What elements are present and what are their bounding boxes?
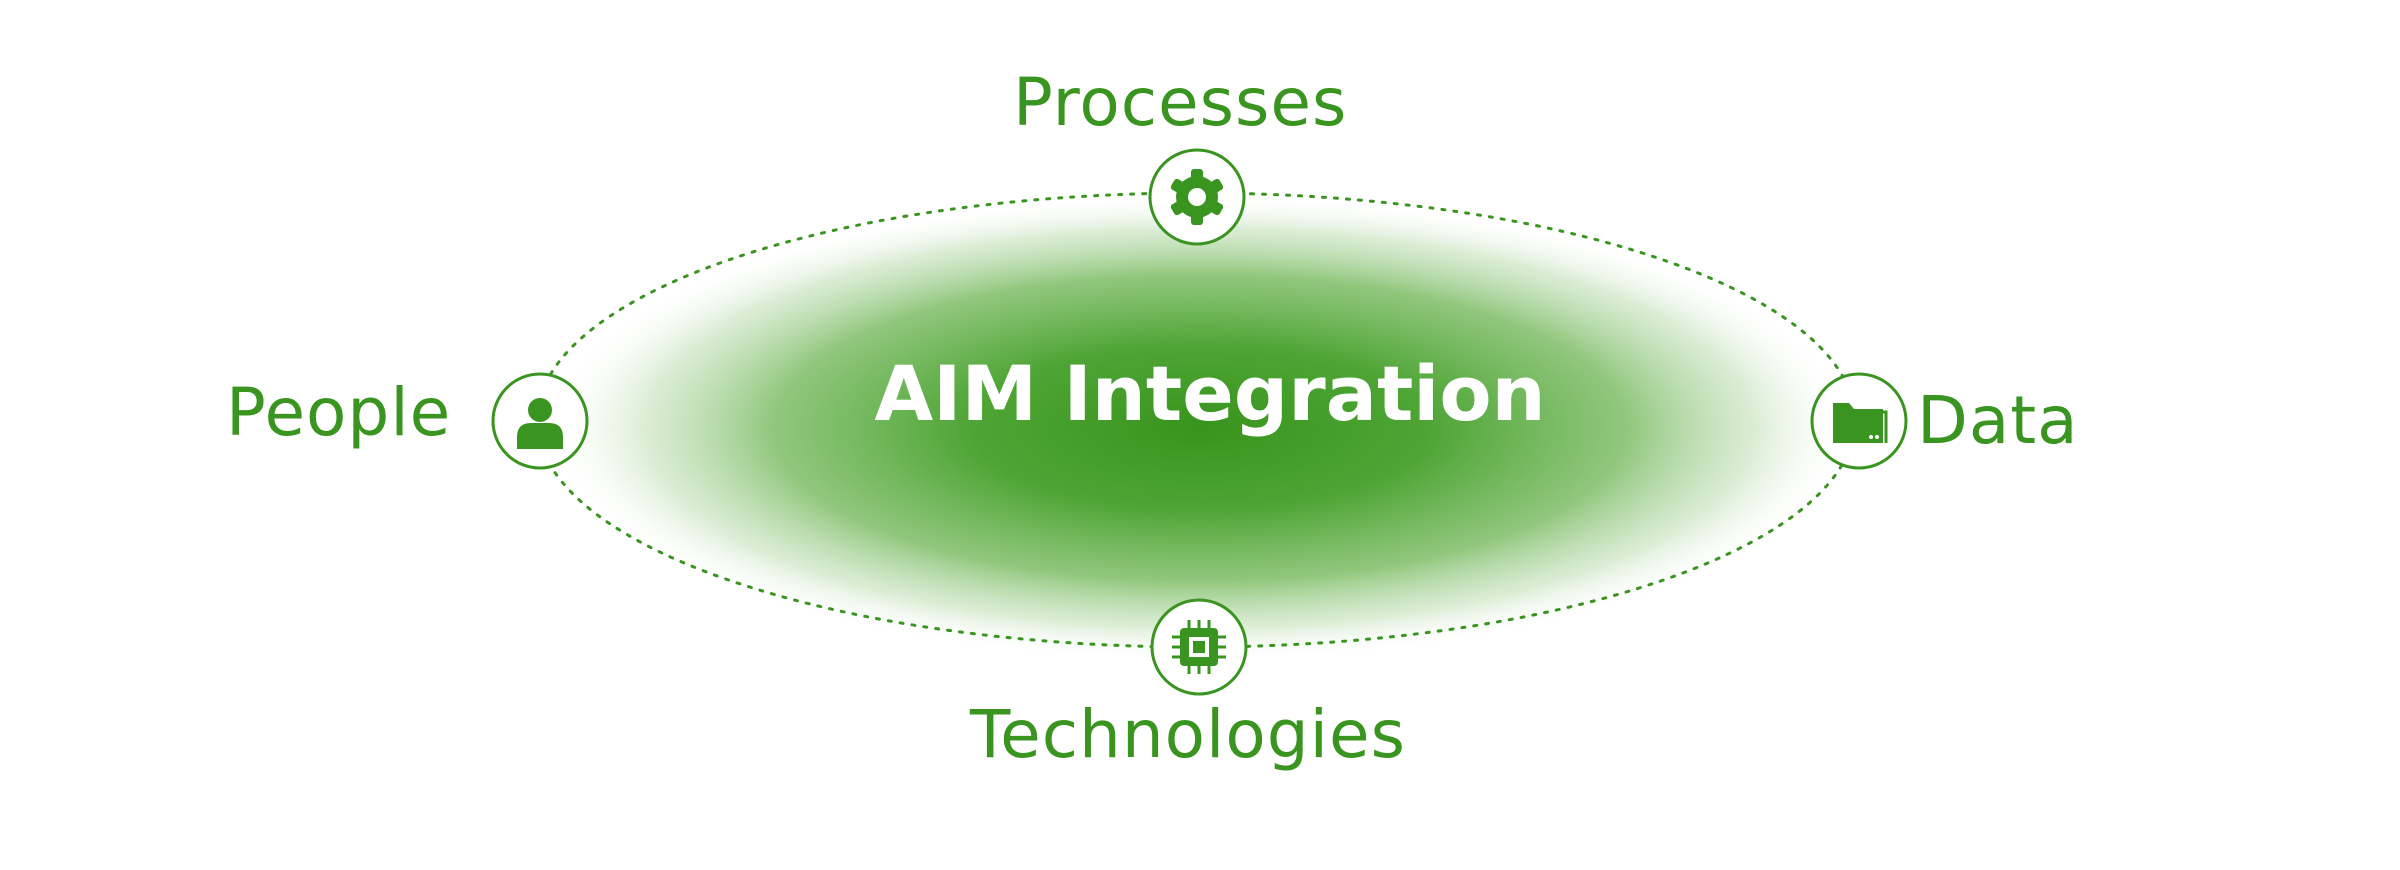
- node-label-data: Data: [1917, 382, 2079, 459]
- center-glow: [545, 193, 1855, 663]
- folder-icon: [1833, 403, 1888, 443]
- node-label-people: People: [226, 374, 452, 451]
- chip-icon: [1172, 620, 1226, 674]
- node-technologies: [1150, 598, 1248, 696]
- node-label-processes: Processes: [1013, 64, 1348, 141]
- center-title: AIM Integration: [874, 349, 1546, 438]
- node-people: [491, 372, 589, 470]
- gear-icon: [1170, 169, 1224, 225]
- node-data: [1810, 372, 1908, 470]
- node-label-technologies: Technologies: [970, 696, 1406, 773]
- person-icon: [517, 398, 563, 449]
- node-processes: [1148, 148, 1246, 246]
